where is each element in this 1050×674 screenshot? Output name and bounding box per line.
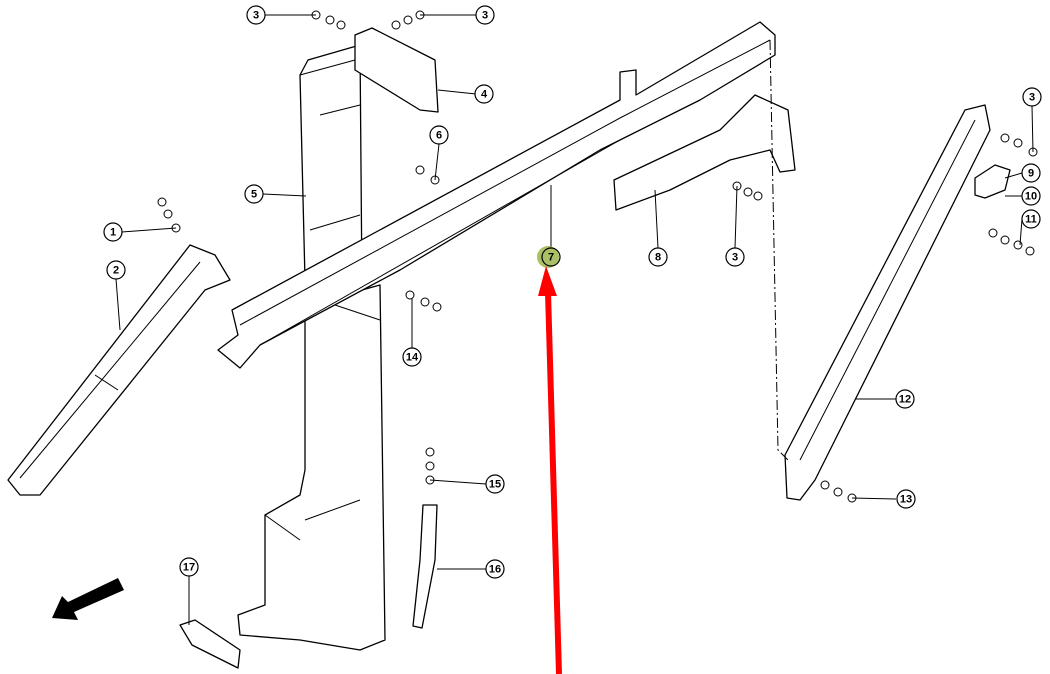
callout-2[interactable]: 2 — [106, 260, 126, 280]
callout-label: 16 — [489, 564, 501, 576]
part-16-strap — [412, 504, 438, 629]
callout-7[interactable]: 7 — [537, 246, 561, 268]
part-7-beam — [217, 21, 776, 369]
callout-label: 2 — [113, 265, 119, 277]
fasteners — [157, 10, 1038, 503]
callout-15[interactable]: 15 — [485, 474, 505, 494]
callout-label: 3 — [253, 10, 259, 22]
callout-highlight — [537, 246, 559, 268]
callout-3[interactable]: 3 — [1022, 87, 1042, 107]
callout-label: 3 — [1029, 92, 1035, 104]
callout-label: 15 — [489, 479, 501, 491]
callout-9[interactable]: 9 — [1021, 163, 1041, 183]
part-4-plate — [354, 27, 439, 113]
callout-11[interactable]: 11 — [1021, 209, 1041, 229]
callout-label: 3 — [732, 252, 738, 264]
callout-label: 6 — [436, 130, 442, 142]
part-2-arm — [7, 244, 231, 496]
part-12-arm — [784, 104, 991, 501]
leader-lines — [115, 14, 1034, 625]
callout-17[interactable]: 17 — [179, 557, 199, 577]
callout-12[interactable]: 12 — [895, 389, 915, 409]
callout-14[interactable]: 14 — [402, 347, 422, 367]
callout-16[interactable]: 16 — [485, 559, 505, 579]
callout-3[interactable]: 3 — [475, 5, 495, 25]
callout-label: 5 — [251, 189, 257, 201]
callout-label: 13 — [900, 494, 912, 506]
direction-arrow — [52, 578, 124, 620]
callout-label: 4 — [481, 89, 488, 101]
callout-3[interactable]: 3 — [725, 247, 745, 267]
callout-3[interactable]: 3 — [246, 5, 266, 25]
part-17-bracket — [179, 619, 241, 669]
callout-label: 14 — [406, 352, 419, 364]
drawing — [7, 10, 1038, 669]
callout-13[interactable]: 13 — [896, 489, 916, 509]
red-pointer-arrow — [538, 266, 562, 674]
callout-10[interactable]: 10 — [1021, 186, 1041, 206]
callout-8[interactable]: 8 — [648, 247, 668, 267]
callout-label: 11 — [1025, 214, 1037, 226]
part-5-upright — [237, 44, 386, 651]
callout-label: 3 — [482, 10, 488, 22]
callout-1[interactable]: 1 — [103, 222, 123, 242]
callout-label: 10 — [1025, 191, 1037, 203]
callout-label: 9 — [1028, 168, 1034, 180]
callout-label: 8 — [655, 252, 661, 264]
callout-4[interactable]: 4 — [474, 84, 494, 104]
callout-label: 17 — [183, 562, 195, 574]
callout-label: 12 — [899, 394, 911, 406]
callout-label: 1 — [110, 227, 116, 239]
part-8-bracket — [613, 94, 796, 211]
callout-label: 7 — [548, 252, 554, 264]
callout-5[interactable]: 5 — [244, 184, 264, 204]
callout-6[interactable]: 6 — [429, 125, 449, 145]
